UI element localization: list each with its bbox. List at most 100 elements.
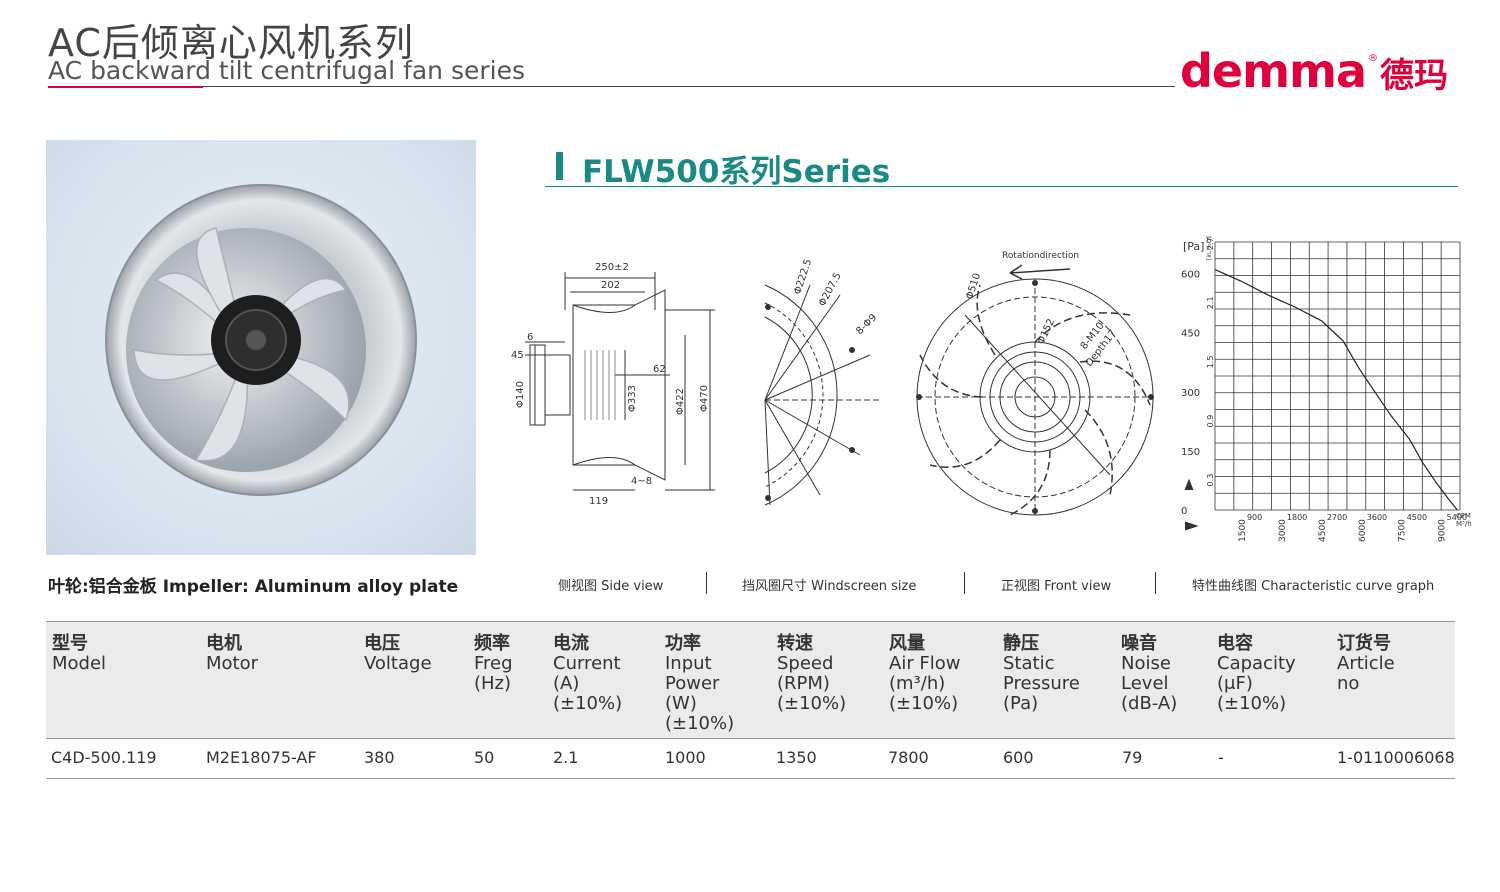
caption-separator <box>1155 572 1156 594</box>
page-title-cn: AC后倾离心风机系列 <box>48 21 414 65</box>
cell-motor: M2E18075-AF <box>206 748 317 767</box>
cell-speed: 1350 <box>776 748 817 767</box>
y-tick-label: 150 <box>1181 447 1200 458</box>
x-tick-bottom-label: 7500 <box>1398 519 1408 542</box>
product-photo <box>46 140 476 555</box>
x-unit-top-label: CFM <box>1456 512 1471 520</box>
page-title-en: AC backward tilt centrifugal fan series <box>48 56 526 85</box>
dim-140: Φ140 <box>515 381 526 408</box>
dim-333: Φ333 <box>627 385 638 412</box>
y-tick-label: 450 <box>1181 329 1200 340</box>
x-tick-top-label: 900 <box>1247 513 1262 522</box>
dim-222-5: Φ222.5 <box>792 258 814 296</box>
impeller-caption: 叶轮:铝合金板 Impeller: Aluminum alloy plate <box>48 577 459 597</box>
caption-separator <box>964 572 965 594</box>
header-accent-line <box>48 86 203 88</box>
y2-tick-label: 2.7 <box>1206 237 1215 250</box>
cell-static-pressure: 600 <box>1003 748 1034 767</box>
header-divider <box>48 86 1175 87</box>
x-tick-top-label: 4500 <box>1407 513 1427 522</box>
dim-holes: 8-Φ9 <box>854 312 879 337</box>
cell-noise: 79 <box>1122 748 1143 767</box>
x-tick-top-label: 3600 <box>1367 513 1387 522</box>
y-tick-label: 300 <box>1181 388 1200 399</box>
table-row: C4D-500.119 M2E18075-AF 380 50 2.1 1000 … <box>46 739 1455 779</box>
x-tick-top-label: 2700 <box>1327 513 1347 522</box>
dim-470: Φ470 <box>699 385 710 412</box>
series-title-bar <box>556 152 563 180</box>
x-tick-top-label: 1800 <box>1287 513 1307 522</box>
front-view-caption: 正视图 Front view <box>1001 579 1112 594</box>
y2-axis-label: [in.H₂O] <box>1206 236 1213 260</box>
y2-tick-label: 0.9 <box>1206 415 1215 428</box>
y2-tick-label: 1.5 <box>1206 355 1215 368</box>
x-tick-top-label: 5400 <box>1447 513 1467 522</box>
dim-250: 250±2 <box>595 262 629 273</box>
windscreen-caption: 挡风圈尺寸 Windscreen size <box>742 579 917 594</box>
y-axis-arrow-icon <box>1184 478 1194 491</box>
dim-45: 45 <box>511 350 524 361</box>
brand-logo: demma ® 德玛 <box>1180 44 1448 98</box>
dim-152: Φ152 <box>1036 317 1057 346</box>
y-tick-label: 600 <box>1181 270 1200 281</box>
x-tick-bottom-label: 9000 <box>1438 519 1448 542</box>
x-unit-bottom-label: M³/h <box>1456 520 1472 528</box>
caption-separator <box>706 572 707 594</box>
characteristic-curve-chart: [Pa][in.H₂O] 0 150 300 450 600 0.3 0.9 1.5 2.1 2.7… <box>1175 232 1480 542</box>
performance-curve-line <box>1214 269 1458 511</box>
series-title: FLW500系列Series <box>582 154 891 190</box>
x-tick-bottom-label: 3000 <box>1278 519 1288 542</box>
x-tick-bottom-label: 4500 <box>1318 519 1328 542</box>
cell-article: 1-0110006068 <box>1337 748 1455 767</box>
dim-4-8: 4~8 <box>631 476 652 487</box>
curve-chart-svg: [Pa][in.H₂O] 0 150 300 450 600 0.3 0.9 1.5 2.1 2.7… <box>1181 236 1472 542</box>
cell-voltage: 380 <box>364 748 395 767</box>
cell-frequency: 50 <box>474 748 495 767</box>
x-tick-bottom-label: 6000 <box>1358 519 1368 542</box>
x-tick-bottom-label: 1500 <box>1238 519 1248 542</box>
x-axis-arrow-icon <box>1184 521 1199 531</box>
cell-power: 1000 <box>665 748 706 767</box>
y2-tick-label: 0.3 <box>1206 474 1215 487</box>
dim-510: Φ510 <box>964 272 983 301</box>
y-tick-label: 0 <box>1181 506 1187 517</box>
front-view-drawing: Rotationdirection Φ510 Φ152 <box>910 245 1165 530</box>
side-view-caption: 侧视图 Side view <box>558 579 664 594</box>
logo-chinese: 德玛 <box>1380 56 1449 96</box>
dim-202: 202 <box>601 280 620 291</box>
logo-registered-mark: ® <box>1368 53 1379 64</box>
y2-tick-label: 2.1 <box>1206 296 1215 309</box>
cell-airflow: 7800 <box>888 748 929 767</box>
dim-207-5: Φ207.5 <box>817 271 844 308</box>
cell-model: C4D-500.119 <box>51 748 157 767</box>
dim-119: 119 <box>589 496 608 507</box>
windscreen-drawing: Φ222.5 Φ207.5 8-Φ9 <box>740 255 885 515</box>
dim-422: Φ422 <box>675 388 686 415</box>
y-axis-label: [Pa] <box>1183 240 1204 253</box>
rotation-direction-label: Rotationdirection <box>1002 251 1079 261</box>
cell-current: 2.1 <box>553 748 579 767</box>
logo-wordmark: demma <box>1180 44 1367 98</box>
fan-illustration <box>105 184 417 496</box>
curve-caption: 特性曲线图 Characteristic curve graph <box>1192 579 1435 594</box>
dim-6: 6 <box>527 332 533 343</box>
side-view-drawing: 250±2 202 6 45 62 Φ140 Φ333 Φ422 Φ470 11… <box>505 250 730 520</box>
rotation-arrow-icon <box>1009 264 1071 280</box>
dim-62: 62 <box>653 364 666 375</box>
series-divider <box>545 186 1458 187</box>
cell-capacity: - <box>1218 748 1224 767</box>
